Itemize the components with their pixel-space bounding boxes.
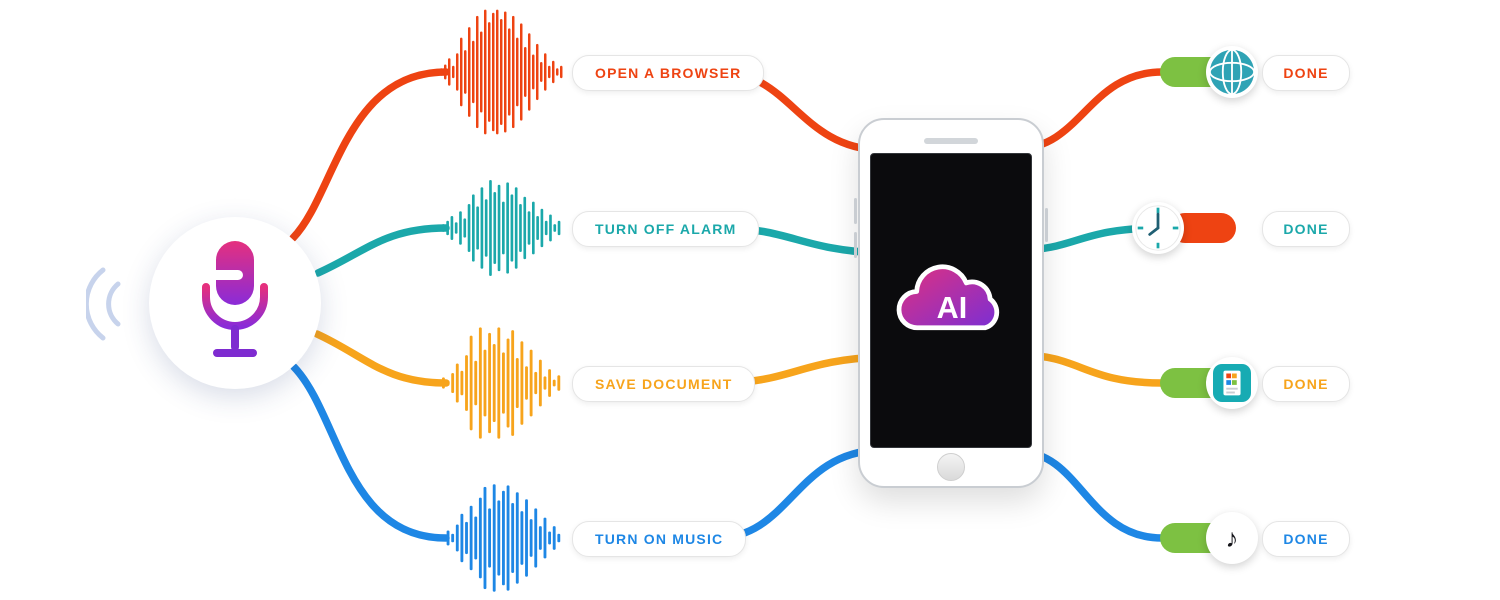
- phone-screen: AI: [870, 153, 1032, 448]
- wire-open-browser-left: [289, 68, 450, 242]
- power-button: [1045, 208, 1048, 242]
- ai-label: AI: [937, 291, 968, 325]
- sound-waves-icon: [86, 267, 121, 341]
- status-text: DONE: [1283, 376, 1329, 392]
- phone-speaker: [924, 138, 978, 144]
- status-save-document: DONE: [1262, 366, 1350, 402]
- clock-graphic: [1135, 205, 1181, 251]
- music-note-icon: ♪: [1206, 512, 1258, 564]
- waveform-open-browser: [440, 9, 563, 135]
- status-open-browser: DONE: [1262, 55, 1350, 91]
- waveform-turn-on-music: [442, 484, 561, 592]
- command-label-save-document: SAVE DOCUMENT: [572, 366, 756, 402]
- command-label-open-browser: OPEN A BROWSER: [572, 55, 765, 91]
- status-turn-off-alarm: DONE: [1262, 211, 1350, 247]
- status-turn-on-music: DONE: [1262, 521, 1350, 557]
- document-icon: [1206, 357, 1258, 409]
- status-text: DONE: [1283, 531, 1329, 547]
- clock-icon: [1132, 202, 1184, 254]
- waveform-save-document: [442, 327, 561, 439]
- command-label-text: OPEN A BROWSER: [595, 65, 742, 81]
- volume-down-button: [854, 232, 857, 258]
- waveform-turn-off-alarm: [442, 180, 561, 276]
- command-label-turn-on-music: TURN ON MUSIC: [572, 521, 747, 557]
- command-label-turn-off-alarm: TURN OFF ALARM: [572, 211, 760, 247]
- command-label-text: TURN ON MUSIC: [595, 531, 724, 547]
- command-label-text: SAVE DOCUMENT: [595, 376, 733, 392]
- wire-turn-on-music-left: [290, 363, 450, 542]
- microphone-icon: [202, 241, 268, 357]
- ai-cloud-icon: AI: [896, 263, 1000, 330]
- command-label-text: TURN OFF ALARM: [595, 221, 737, 237]
- music-note-glyph: ♪: [1225, 523, 1239, 553]
- wire-save-document-left: [313, 330, 450, 387]
- microphone-button[interactable]: [149, 217, 321, 389]
- phone-home-button[interactable]: [937, 453, 965, 481]
- document-graphic: [1213, 364, 1251, 402]
- status-text: DONE: [1283, 65, 1329, 81]
- globe-icon: [1206, 46, 1258, 98]
- volume-up-button: [854, 198, 857, 224]
- globe-graphic: [1208, 48, 1256, 96]
- smartphone: AI: [854, 118, 1048, 488]
- wire-turn-off-alarm-left: [314, 224, 450, 277]
- status-text: DONE: [1283, 221, 1329, 237]
